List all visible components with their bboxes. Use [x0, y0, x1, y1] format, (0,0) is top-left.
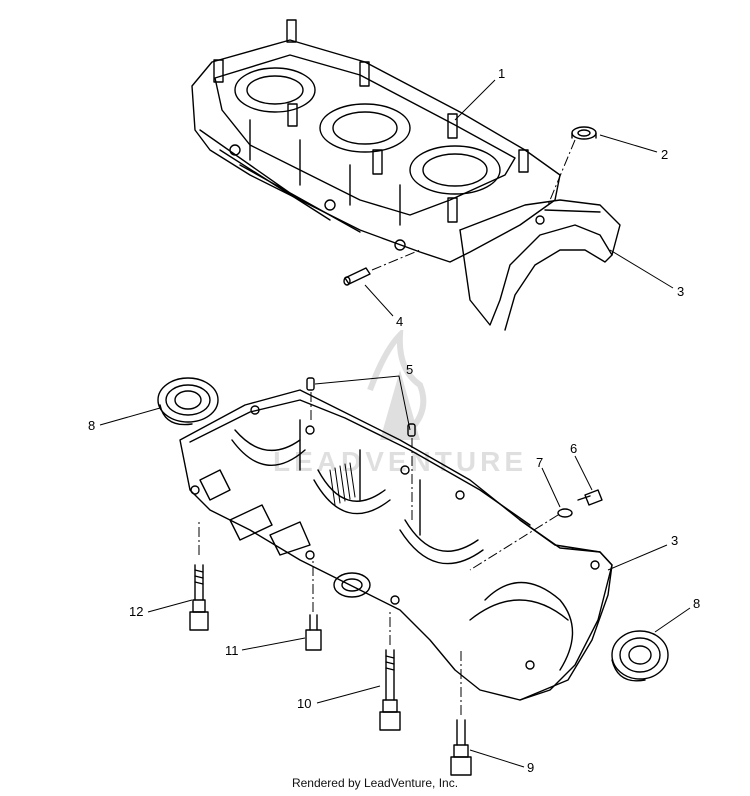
bolt-part-6-drawing	[577, 489, 603, 506]
assembly-center-lines	[198, 139, 576, 715]
dowel-pin-part-4-drawing	[343, 267, 371, 286]
dowel-pins-part-5-drawing	[306, 377, 416, 437]
footer-credit: Rendered by LeadVenture, Inc.	[291, 776, 459, 790]
bolt-part-10-drawing	[379, 649, 401, 731]
callout-10: 10	[297, 696, 311, 711]
callout-1: 1	[498, 66, 505, 81]
callout-7: 7	[536, 455, 543, 470]
washer-part-7-drawing	[557, 508, 573, 518]
callout-5: 5	[406, 362, 413, 377]
leader-lines	[99, 79, 691, 768]
upper-crankcase-drawing	[191, 19, 621, 331]
oil-seal-right-drawing	[611, 630, 669, 682]
bolt-part-12-drawing	[189, 564, 209, 631]
bolt-part-9-drawing	[450, 719, 472, 776]
callout-8-left: 8	[88, 418, 95, 433]
callout-3-upper: 3	[677, 284, 684, 299]
bolt-part-11-drawing	[305, 614, 322, 651]
callout-4: 4	[396, 314, 403, 329]
washer-part-2-drawing	[571, 126, 597, 140]
callout-11: 11	[225, 643, 239, 658]
lower-crankcase-drawing	[179, 389, 613, 701]
callout-2: 2	[661, 147, 668, 162]
callout-3-lower: 3	[671, 533, 678, 548]
callout-12: 12	[129, 604, 143, 619]
callout-9: 9	[527, 760, 534, 775]
callout-6: 6	[570, 441, 577, 456]
oil-seal-left-drawing	[157, 377, 219, 426]
callout-8-right: 8	[693, 596, 700, 611]
